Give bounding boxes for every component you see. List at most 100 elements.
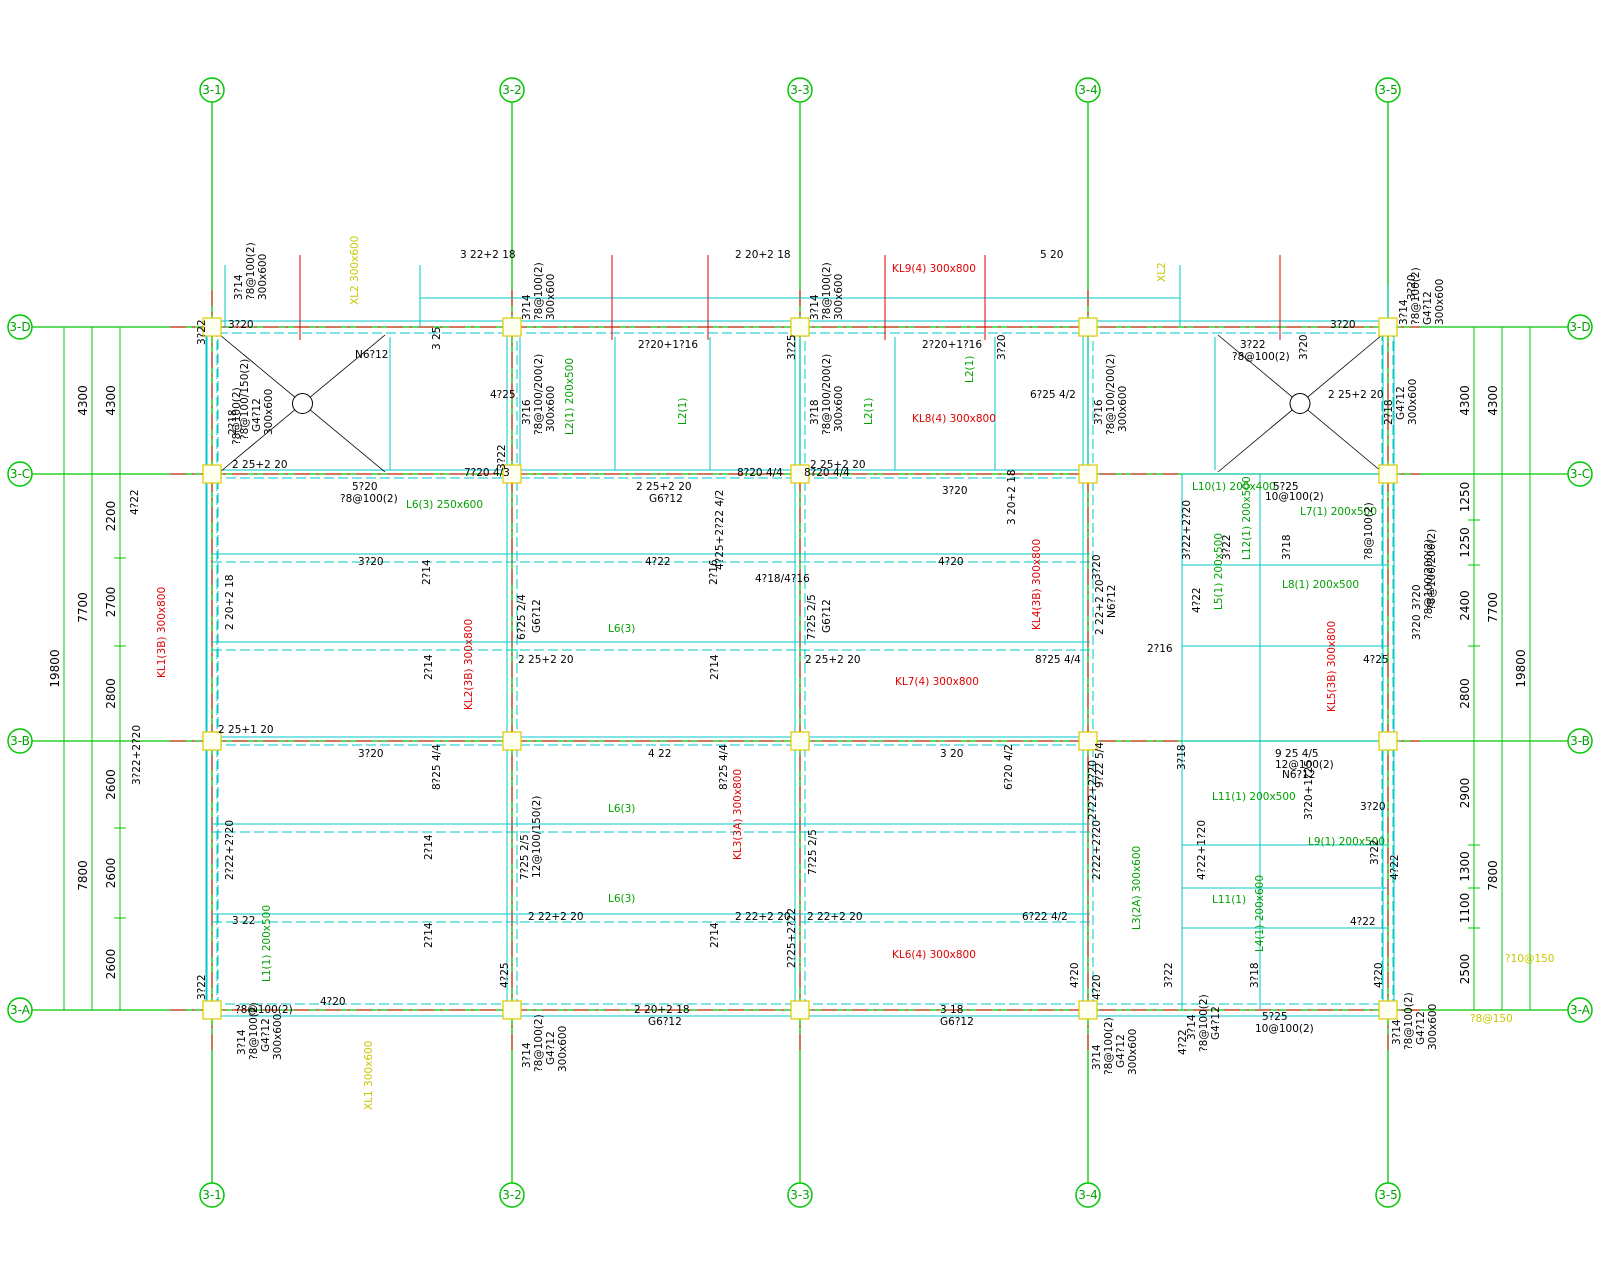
annotation-blk: 3?22 (1240, 339, 1266, 351)
axis-bubble-label: 3-A (10, 1003, 31, 1017)
column (502, 731, 522, 751)
dimension-value: 2700 (104, 587, 118, 618)
dimension-value: 2500 (1458, 954, 1472, 985)
annotation-blk: 300x600 (263, 389, 275, 435)
annotation-blk: 300x600 (1407, 379, 1419, 425)
dimension-value: 4300 (76, 385, 90, 416)
annotation-blk: 2?18 (227, 409, 239, 435)
annotation-blk: 12@100(2) (1275, 759, 1334, 771)
annotation-blk: 300x600 (557, 1026, 569, 1072)
annotation-blk: 2?18 (1383, 399, 1395, 425)
annotation-blk: 5?25 (1273, 481, 1299, 493)
dimension-value: 1100 (1458, 893, 1472, 924)
annotation-blk: 5?20 (352, 481, 378, 493)
column (790, 731, 810, 751)
annotation-blk: 3?20 (1360, 801, 1386, 813)
annotation-blk: 4?20 (938, 556, 964, 568)
annotation-yel: ?10@150 (1505, 953, 1554, 965)
annotation-grn: L3(2A) 300x600 (1131, 846, 1143, 930)
column (1078, 464, 1098, 484)
annotation-blk: G6?12 (649, 493, 683, 505)
axis-bubble-label: 3-3 (790, 83, 810, 97)
annotation-grn: L6(3) 250x600 (406, 499, 483, 511)
axis-bubble-circle (7, 997, 33, 1023)
annotation-blk: 3?14 (236, 1029, 248, 1055)
annotation-blk: 4?22 (129, 489, 141, 515)
annotation-yel: XL1 300x600 (363, 1041, 375, 1110)
annotation-blk: G4?12 (1415, 1011, 1427, 1045)
annotation-blk: 3?16 (521, 399, 533, 425)
axis-bubble-3-1-bottom: 3-1 (199, 1182, 225, 1208)
annotation-grn: L4(1) 200x600 (1254, 875, 1266, 952)
annotation-blk: 4?20 (1091, 974, 1103, 1000)
annotation-grn: L2(1) 200x500 (564, 358, 576, 435)
dimension-value: 19800 (48, 649, 62, 687)
annotation-blk: N6?12 (355, 349, 388, 361)
annotation-blk: 300x600 (1117, 386, 1129, 432)
axis-bubble-label: 3-D (1569, 320, 1590, 334)
axis-bubble-3-3-bottom: 3-3 (787, 1182, 813, 1208)
annotation-red: KL7(4) 300x800 (895, 676, 979, 688)
annotation-blk: 2 25+2 20 (232, 459, 288, 471)
annotation-blk: 2 25+2 20 (518, 654, 574, 666)
axis-bubble-3-4-bottom: 3-4 (1075, 1182, 1101, 1208)
annotation-blk: 4?22 (1389, 854, 1401, 880)
annotation-blk: ?8@100(2) (1403, 992, 1415, 1050)
annotation-blk: ?8@100(2) (248, 1002, 260, 1060)
dimension-value: 4300 (1486, 385, 1500, 416)
annotation-blk: 300x600 (272, 1014, 284, 1060)
axis-bubble-circle (499, 1182, 525, 1208)
annotation-blk: 7?20 4/3 (464, 467, 510, 479)
annotation-grn: L5(1) 200x500 (1213, 533, 1225, 610)
annotation-blk: 4?22 (645, 556, 671, 568)
annotation-blk: 4?22+1?20 (1196, 820, 1208, 880)
annotation-blk: 300x600 (1427, 1004, 1439, 1050)
axis-bubble-3-B-left: 3-B (7, 728, 33, 754)
column (1078, 1000, 1098, 1020)
annotation-blk: 3?14 (521, 1042, 533, 1068)
annotation-blk: ?8@100(2) (1198, 994, 1210, 1052)
annotation-blk: G4?12 (1395, 386, 1407, 420)
axis-bubble-3-C-right: 3-C (1567, 461, 1593, 487)
annotation-blk: 3?18 (1249, 962, 1261, 988)
annotation-blk: 3?18 (1176, 744, 1188, 770)
annotation-blk: ?8@100(2) (533, 262, 545, 320)
annotation-grn: L7(1) 200x500 (1300, 506, 1377, 518)
axis-bubble-circle (787, 1182, 813, 1208)
annotation-blk: 4?18/4?16 (755, 573, 810, 585)
dimension-value: 2400 (1458, 590, 1472, 621)
annotation-blk: 3?22 (1369, 839, 1381, 865)
annotation-blk: 300x600 (545, 386, 557, 432)
column (202, 731, 222, 751)
annotation-blk: 2 22+2 20 (807, 911, 863, 923)
annotation-blk: ?8@100(2) (231, 387, 243, 445)
annotation-blk: G4?12 (260, 1018, 272, 1052)
columns (202, 317, 1398, 1020)
axis-bubble-label: 3-5 (1378, 1188, 1398, 1202)
dimension-value: 19800 (1514, 649, 1528, 687)
annotation-blk: 3?22 (196, 319, 208, 345)
axis-bubble-3-C-left: 3-C (7, 461, 33, 487)
annotation-blk: 3?20 (942, 485, 968, 497)
annotation-blk: 12@100/150(2) (531, 796, 543, 878)
axis-bubble-label: 3-A (1570, 1003, 1591, 1017)
dimension-chains: 1980043007700780043002200270028002600260… (48, 326, 1536, 1011)
annotation-blk: 8?20 4/4 (804, 467, 850, 479)
annotation-blk: 8?25 4/4 (718, 744, 730, 790)
annotation-red: KL9(4) 300x800 (892, 263, 976, 275)
axis-bubble-label: 3-3 (790, 1188, 810, 1202)
annotation-yel: XL2 300x600 (349, 236, 361, 305)
annotation-blk: 300x600 (545, 274, 557, 320)
annotation-blk: 2 25+2 20 (1328, 389, 1384, 401)
annotation-blk: 4?22 (1191, 587, 1203, 613)
annotation-blk: 9 25 4/5 (1275, 748, 1319, 760)
annotation-blk: 3?18 (1281, 534, 1293, 560)
column (790, 464, 810, 484)
column (1078, 731, 1098, 751)
dimension-value: 2600 (104, 858, 118, 889)
annotation-blk: 4 22 (648, 748, 671, 760)
annotation-blk: 4?20 (1069, 962, 1081, 988)
column (1378, 464, 1398, 484)
